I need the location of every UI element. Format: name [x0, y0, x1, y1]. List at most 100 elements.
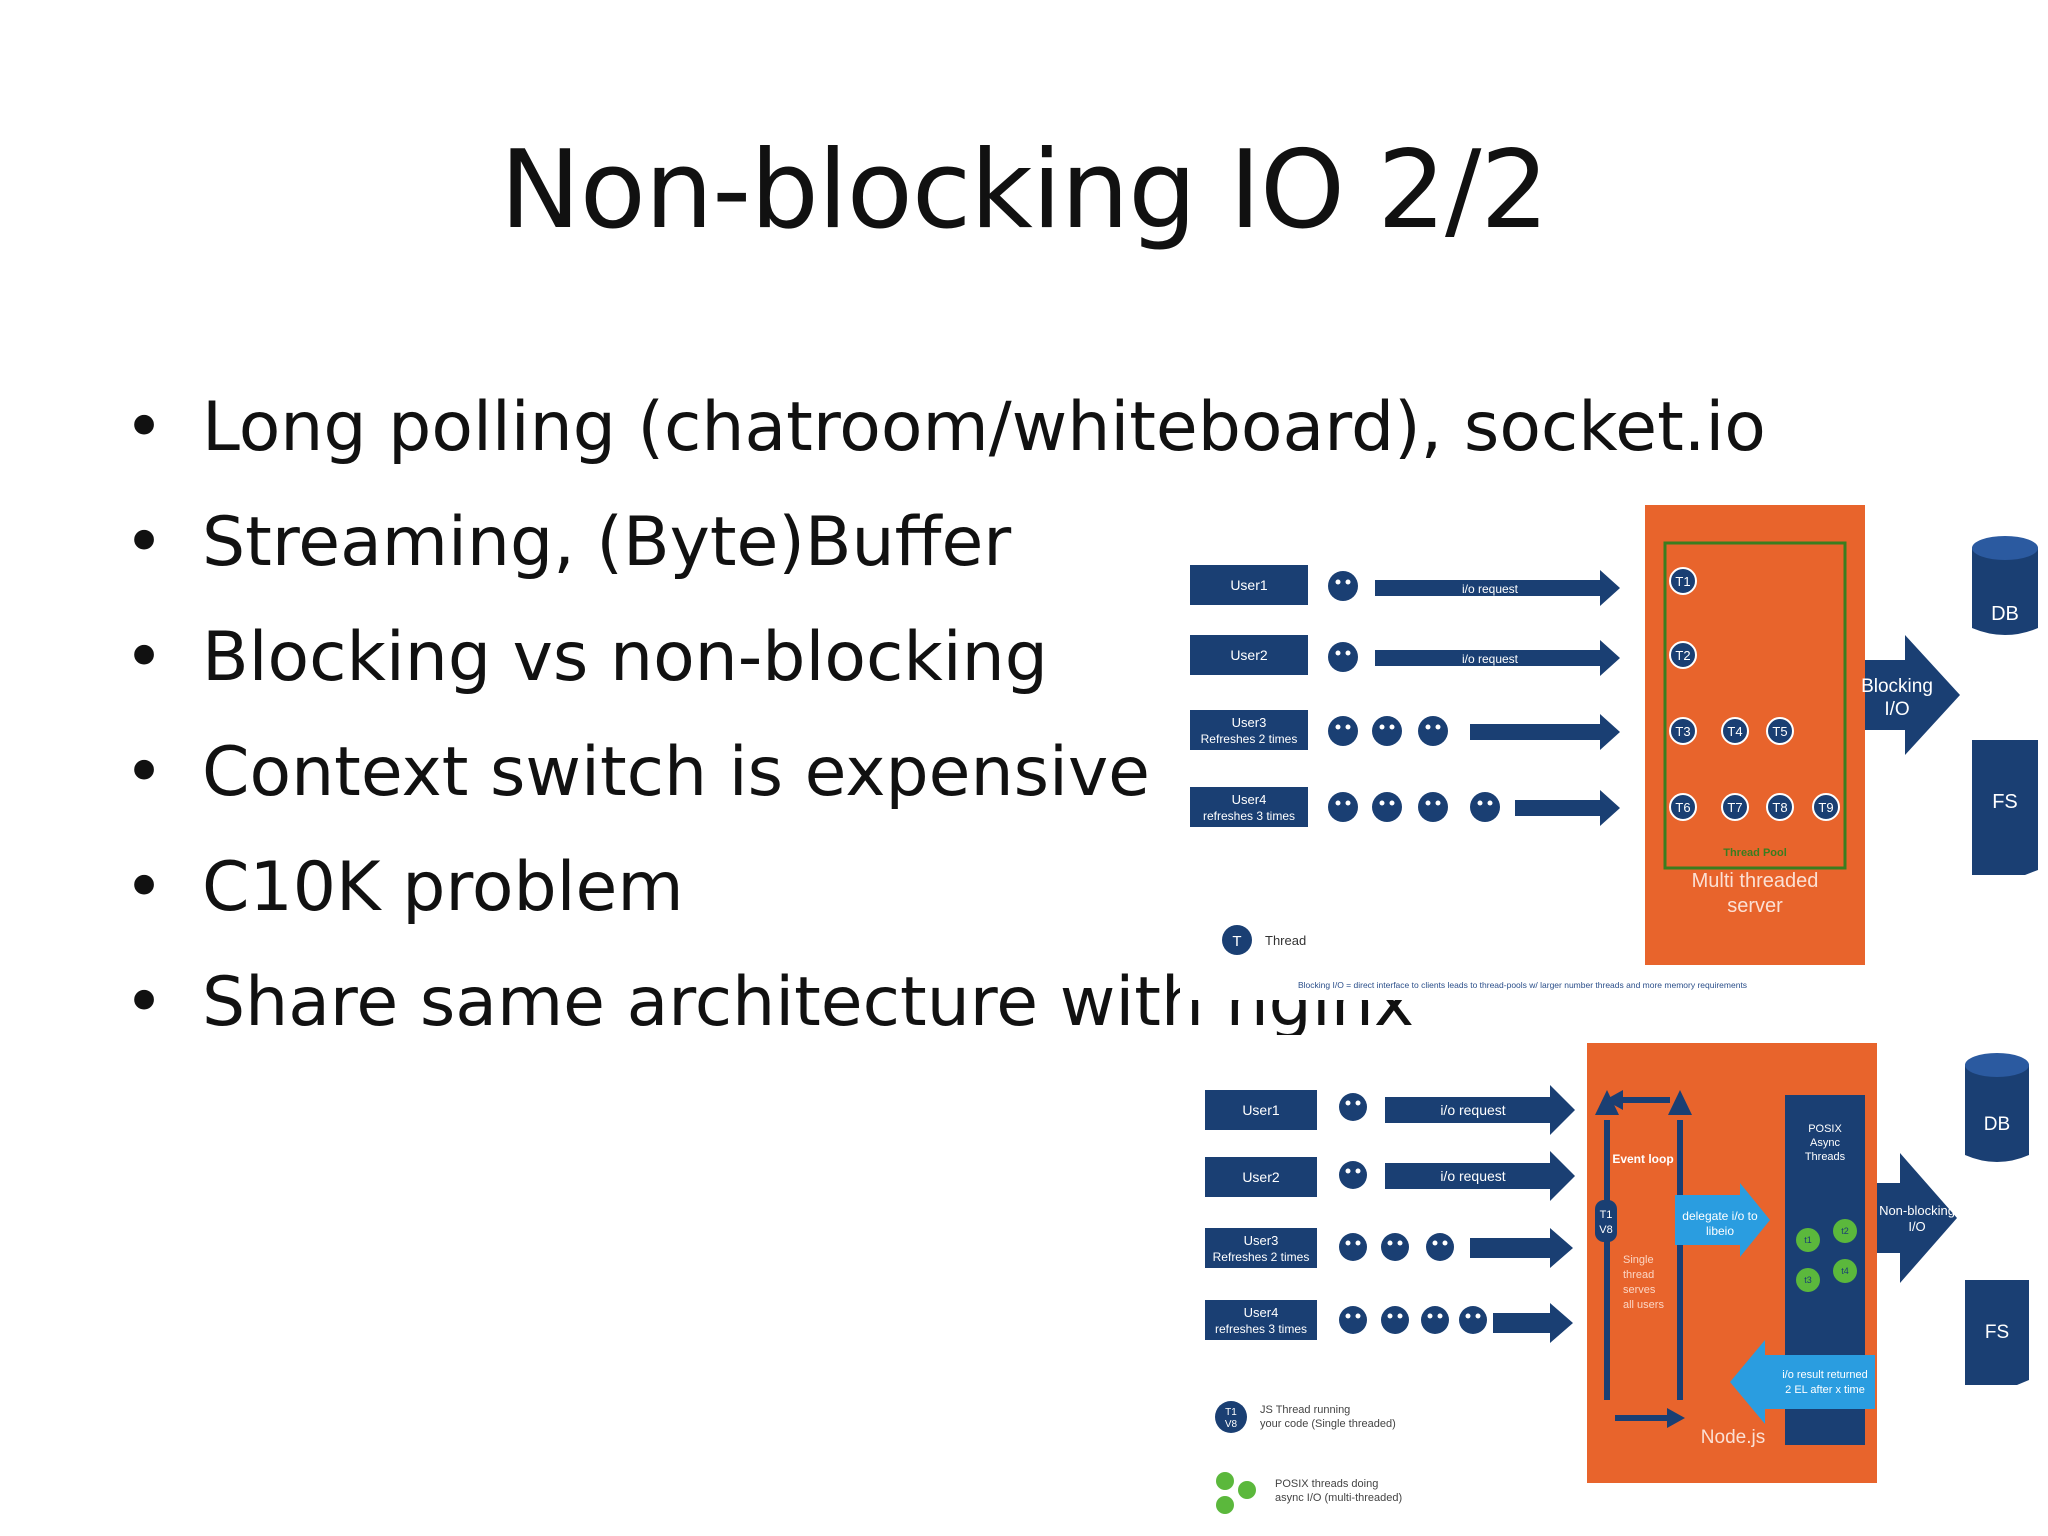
nodejs-label: Node.js	[1701, 1427, 1765, 1448]
legend-text: JS Thread running	[1260, 1404, 1350, 1416]
js-thread-label: V8	[1599, 1224, 1612, 1236]
js-thread-label: T1	[1600, 1209, 1613, 1221]
request-label: i/o request	[1462, 582, 1519, 596]
io-label: Blocking	[1861, 676, 1933, 697]
request-label: i/o request	[1462, 652, 1519, 666]
posix-thread-label: t4	[1841, 1266, 1849, 1276]
blocking-io-arrow	[1865, 635, 1960, 755]
legend-text: your code (Single threaded)	[1260, 1418, 1396, 1430]
js-thread-legend-label: T1	[1225, 1407, 1237, 1418]
result-arrow	[1730, 1340, 1875, 1424]
posix-label: POSIX	[1808, 1123, 1842, 1135]
user-box: User4 refreshes 3 times	[1205, 1300, 1317, 1340]
thread-pool-outline	[1663, 541, 1847, 870]
bullet-item: Long polling (chatroom/whiteboard), sock…	[124, 370, 1766, 485]
io-label: I/O	[1908, 1219, 1925, 1234]
user-box: User2	[1190, 635, 1308, 675]
db-label: DB	[1984, 1114, 2010, 1135]
thread-legend-label: Thread	[1265, 933, 1306, 948]
filesystem-icon: FS	[1972, 740, 2038, 875]
posix-thread-icon	[1796, 1219, 1857, 1292]
bullet-item: Context switch is expensive	[124, 715, 1766, 830]
thread-label: T9	[1818, 800, 1833, 815]
result-label: 2 EL after x time	[1785, 1384, 1865, 1396]
svg-text:all users: all users	[1623, 1299, 1664, 1311]
user-label: User2	[1242, 1169, 1280, 1185]
user-label: User4	[1232, 792, 1267, 807]
user-box: User3 Refreshes 2 times	[1205, 1228, 1317, 1268]
result-label: i/o result returned	[1782, 1369, 1868, 1381]
delegate-label: libeio	[1706, 1224, 1734, 1238]
bullet-item: Blocking vs non-blocking	[124, 600, 1766, 715]
svg-text:serves: serves	[1623, 1284, 1656, 1296]
thread-icon	[1669, 567, 1840, 821]
event-loop-label: Event loop	[1612, 1152, 1673, 1166]
user-label: User4	[1244, 1305, 1279, 1320]
database-icon: DB	[1965, 1053, 2029, 1162]
user-label: User3	[1244, 1233, 1279, 1248]
fs-label: FS	[1985, 1322, 2009, 1343]
posix-label: Async	[1810, 1137, 1840, 1149]
smiley-icon	[1339, 1093, 1487, 1334]
user-label: User2	[1230, 647, 1268, 663]
js-thread-legend-icon	[1215, 1401, 1247, 1433]
user-label: User1	[1230, 577, 1268, 593]
thread-label: T4	[1727, 724, 1742, 739]
posix-thread-label: t2	[1841, 1226, 1849, 1236]
svg-text:Single: Single	[1623, 1254, 1654, 1266]
request-arrow	[1375, 570, 1620, 826]
event-loop-arrowheads	[1595, 1090, 1692, 1428]
user-sublabel: refreshes 3 times	[1203, 809, 1295, 823]
request-arrow	[1385, 1085, 1575, 1343]
thread-label: T1	[1675, 574, 1690, 589]
legend-text: async I/O (multi-threaded)	[1275, 1492, 1402, 1504]
user-label: User3	[1232, 715, 1267, 730]
user-sublabel: Refreshes 2 times	[1213, 1250, 1310, 1264]
posix-label: Threads	[1805, 1151, 1846, 1163]
user-label: User1	[1242, 1102, 1280, 1118]
filesystem-icon: FS	[1965, 1280, 2029, 1385]
non-blocking-io-arrow	[1877, 1153, 1957, 1283]
bullet-item: Share same architecture with nginx	[124, 945, 1766, 1060]
smiley-face-detail	[1335, 579, 1493, 806]
legend-text: POSIX threads doing	[1275, 1478, 1378, 1490]
thread-label: T3	[1675, 724, 1690, 739]
svg-text:thread: thread	[1623, 1269, 1654, 1281]
bullet-item: Streaming, (Byte)Buffer	[124, 485, 1766, 600]
smiley-icon	[1328, 571, 1500, 822]
user-box: User1	[1190, 565, 1308, 605]
server-label: server	[1727, 895, 1783, 917]
event-loop-arrows	[1604, 1097, 1683, 1421]
js-thread-legend-label: V8	[1225, 1419, 1238, 1430]
request-label: i/o request	[1440, 1168, 1505, 1184]
user-sublabel: Refreshes 2 times	[1201, 732, 1298, 746]
delegate-arrow	[1675, 1183, 1770, 1257]
thread-label: T5	[1772, 724, 1787, 739]
posix-thread-legend-icon	[1216, 1472, 1256, 1514]
diagram-caption: Blocking I/O = direct interface to clien…	[1298, 980, 1747, 990]
thread-label: T6	[1675, 800, 1690, 815]
user-box: User3 Refreshes 2 times	[1190, 710, 1308, 750]
diagram-background	[1180, 500, 2040, 1000]
blocking-io-diagram: User1 User2 User3 Refreshes 2 times User…	[1180, 500, 2040, 1000]
database-icon: DB	[1972, 536, 2038, 635]
bullet-list: Long polling (chatroom/whiteboard), sock…	[124, 370, 1766, 1060]
single-thread-text: Single thread serves all users	[1623, 1254, 1664, 1311]
bullet-item: C10K problem	[124, 830, 1766, 945]
posix-thread-label: t3	[1804, 1275, 1812, 1285]
js-thread-icon	[1595, 1200, 1617, 1242]
thread-label: T8	[1772, 800, 1787, 815]
user-box: User1	[1205, 1090, 1317, 1130]
slide-title: Non-blocking IO 2/2	[499, 128, 1549, 253]
io-label: Non-blocking	[1879, 1203, 1955, 1218]
fs-label: FS	[1992, 791, 2018, 813]
posix-thread-label: t1	[1804, 1235, 1812, 1245]
db-label: DB	[1991, 603, 2019, 625]
thread-legend-icon	[1222, 925, 1252, 955]
server-label: Multi threaded	[1692, 870, 1819, 892]
thread-pool-label: Thread Pool	[1723, 847, 1787, 859]
delegate-label: delegate i/o to	[1682, 1209, 1758, 1223]
request-label: i/o request	[1440, 1102, 1505, 1118]
io-label: I/O	[1884, 699, 1909, 720]
thread-label: T7	[1727, 800, 1742, 815]
